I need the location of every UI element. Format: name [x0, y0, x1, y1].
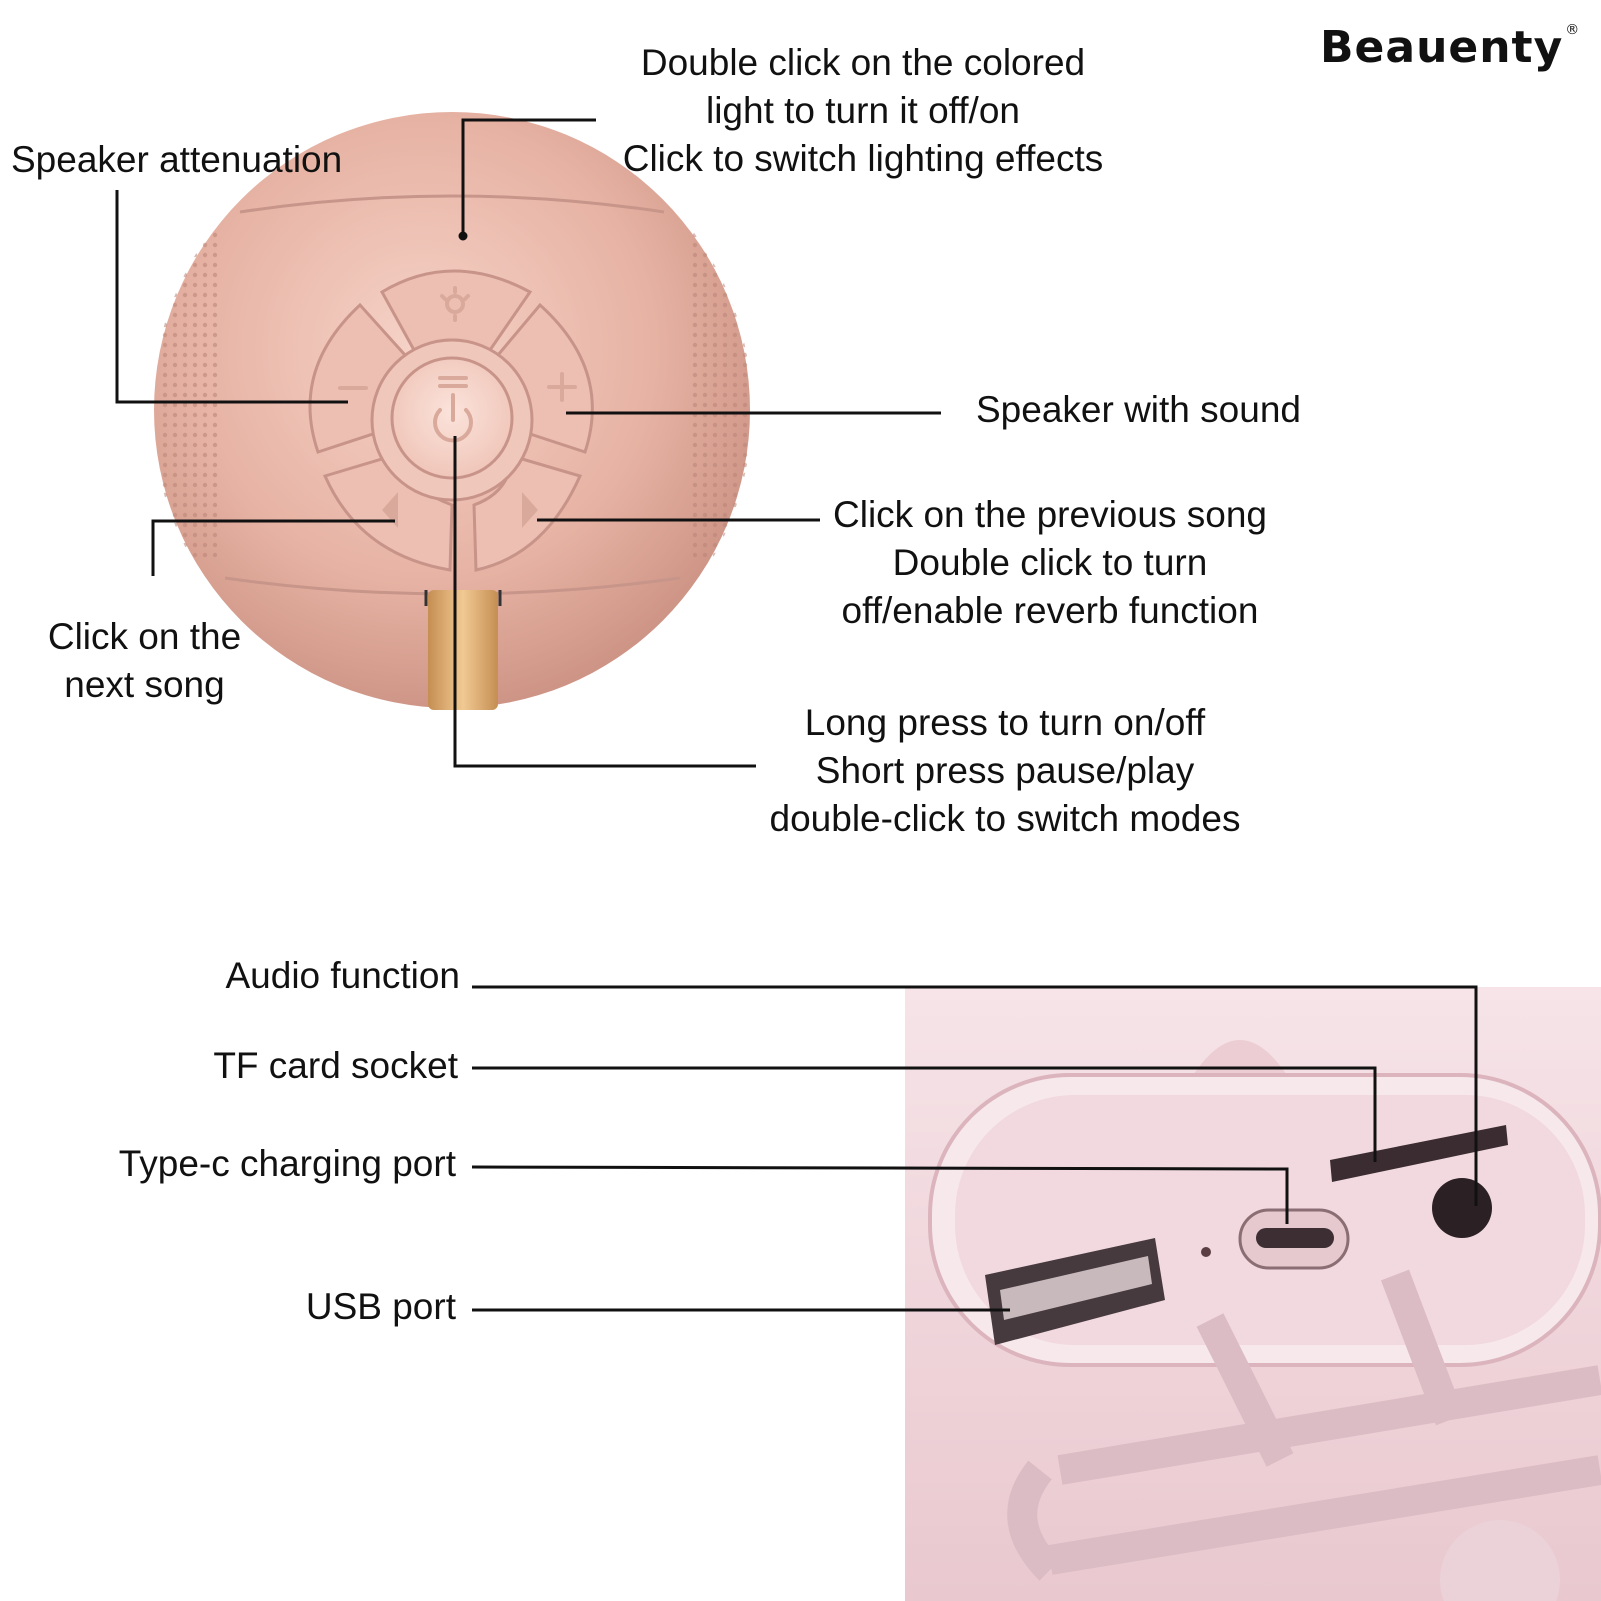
- previous-song-line-3: off/enable reverb function: [841, 590, 1259, 631]
- previous-icon: [382, 492, 398, 528]
- light-icon: [440, 286, 470, 322]
- speaker-leader-lines: [115, 118, 941, 768]
- brand-logo: Beauenty®: [1320, 22, 1580, 73]
- previous-song-line-2: Double click to turn: [892, 542, 1208, 583]
- next-icon: [522, 492, 538, 528]
- usb-port-label: USB port: [305, 1286, 456, 1327]
- next-song-label: Click on the next song: [22, 613, 267, 709]
- audio-function-label: Audio function: [225, 955, 460, 996]
- volume-down-label: Speaker attenuation: [11, 139, 343, 180]
- light-button-label: Double click on the colored light to tur…: [603, 39, 1123, 183]
- previous-song-line-1: Click on the previous song: [833, 494, 1267, 535]
- next-song-line-2: next song: [64, 664, 225, 705]
- type-c-port[interactable]: [1238, 1208, 1350, 1270]
- registered-mark: ®: [1565, 22, 1581, 38]
- type-c-port-label: Type-c charging port: [118, 1143, 456, 1184]
- next-song-line-1: Click on the: [47, 616, 242, 657]
- light-label-line-3: Click to switch lighting effects: [622, 138, 1104, 179]
- port-leader-lines: [471, 985, 1478, 1312]
- brand-name: Beauenty: [1320, 22, 1564, 73]
- previous-song-label: Click on the previous song Double click …: [810, 491, 1290, 635]
- usb-port[interactable]: [985, 1238, 1165, 1345]
- indicator-led: [1201, 1247, 1211, 1257]
- control-panel: [308, 269, 594, 572]
- power-icon: [433, 393, 473, 443]
- power-button-label: Long press to turn on/off Short press pa…: [740, 699, 1270, 843]
- plus-icon: [547, 372, 577, 402]
- gold-strap: [428, 590, 498, 710]
- power-label-line-1: Long press to turn on/off: [804, 702, 1206, 743]
- audio-jack[interactable]: [1432, 1178, 1492, 1238]
- power-label-line-2: Short press pause/play: [815, 750, 1195, 791]
- power-label-line-3: double-click to switch modes: [769, 798, 1241, 839]
- light-label-line-2: light to turn it off/on: [705, 90, 1020, 131]
- tf-card-slot[interactable]: [1330, 1125, 1508, 1182]
- tf-card-socket-label: TF card socket: [213, 1045, 458, 1086]
- stand-frame: [1047, 1269, 1601, 1575]
- volume-up-label: Speaker with sound: [976, 389, 1301, 430]
- light-label-line-1: Double click on the colored: [640, 42, 1086, 83]
